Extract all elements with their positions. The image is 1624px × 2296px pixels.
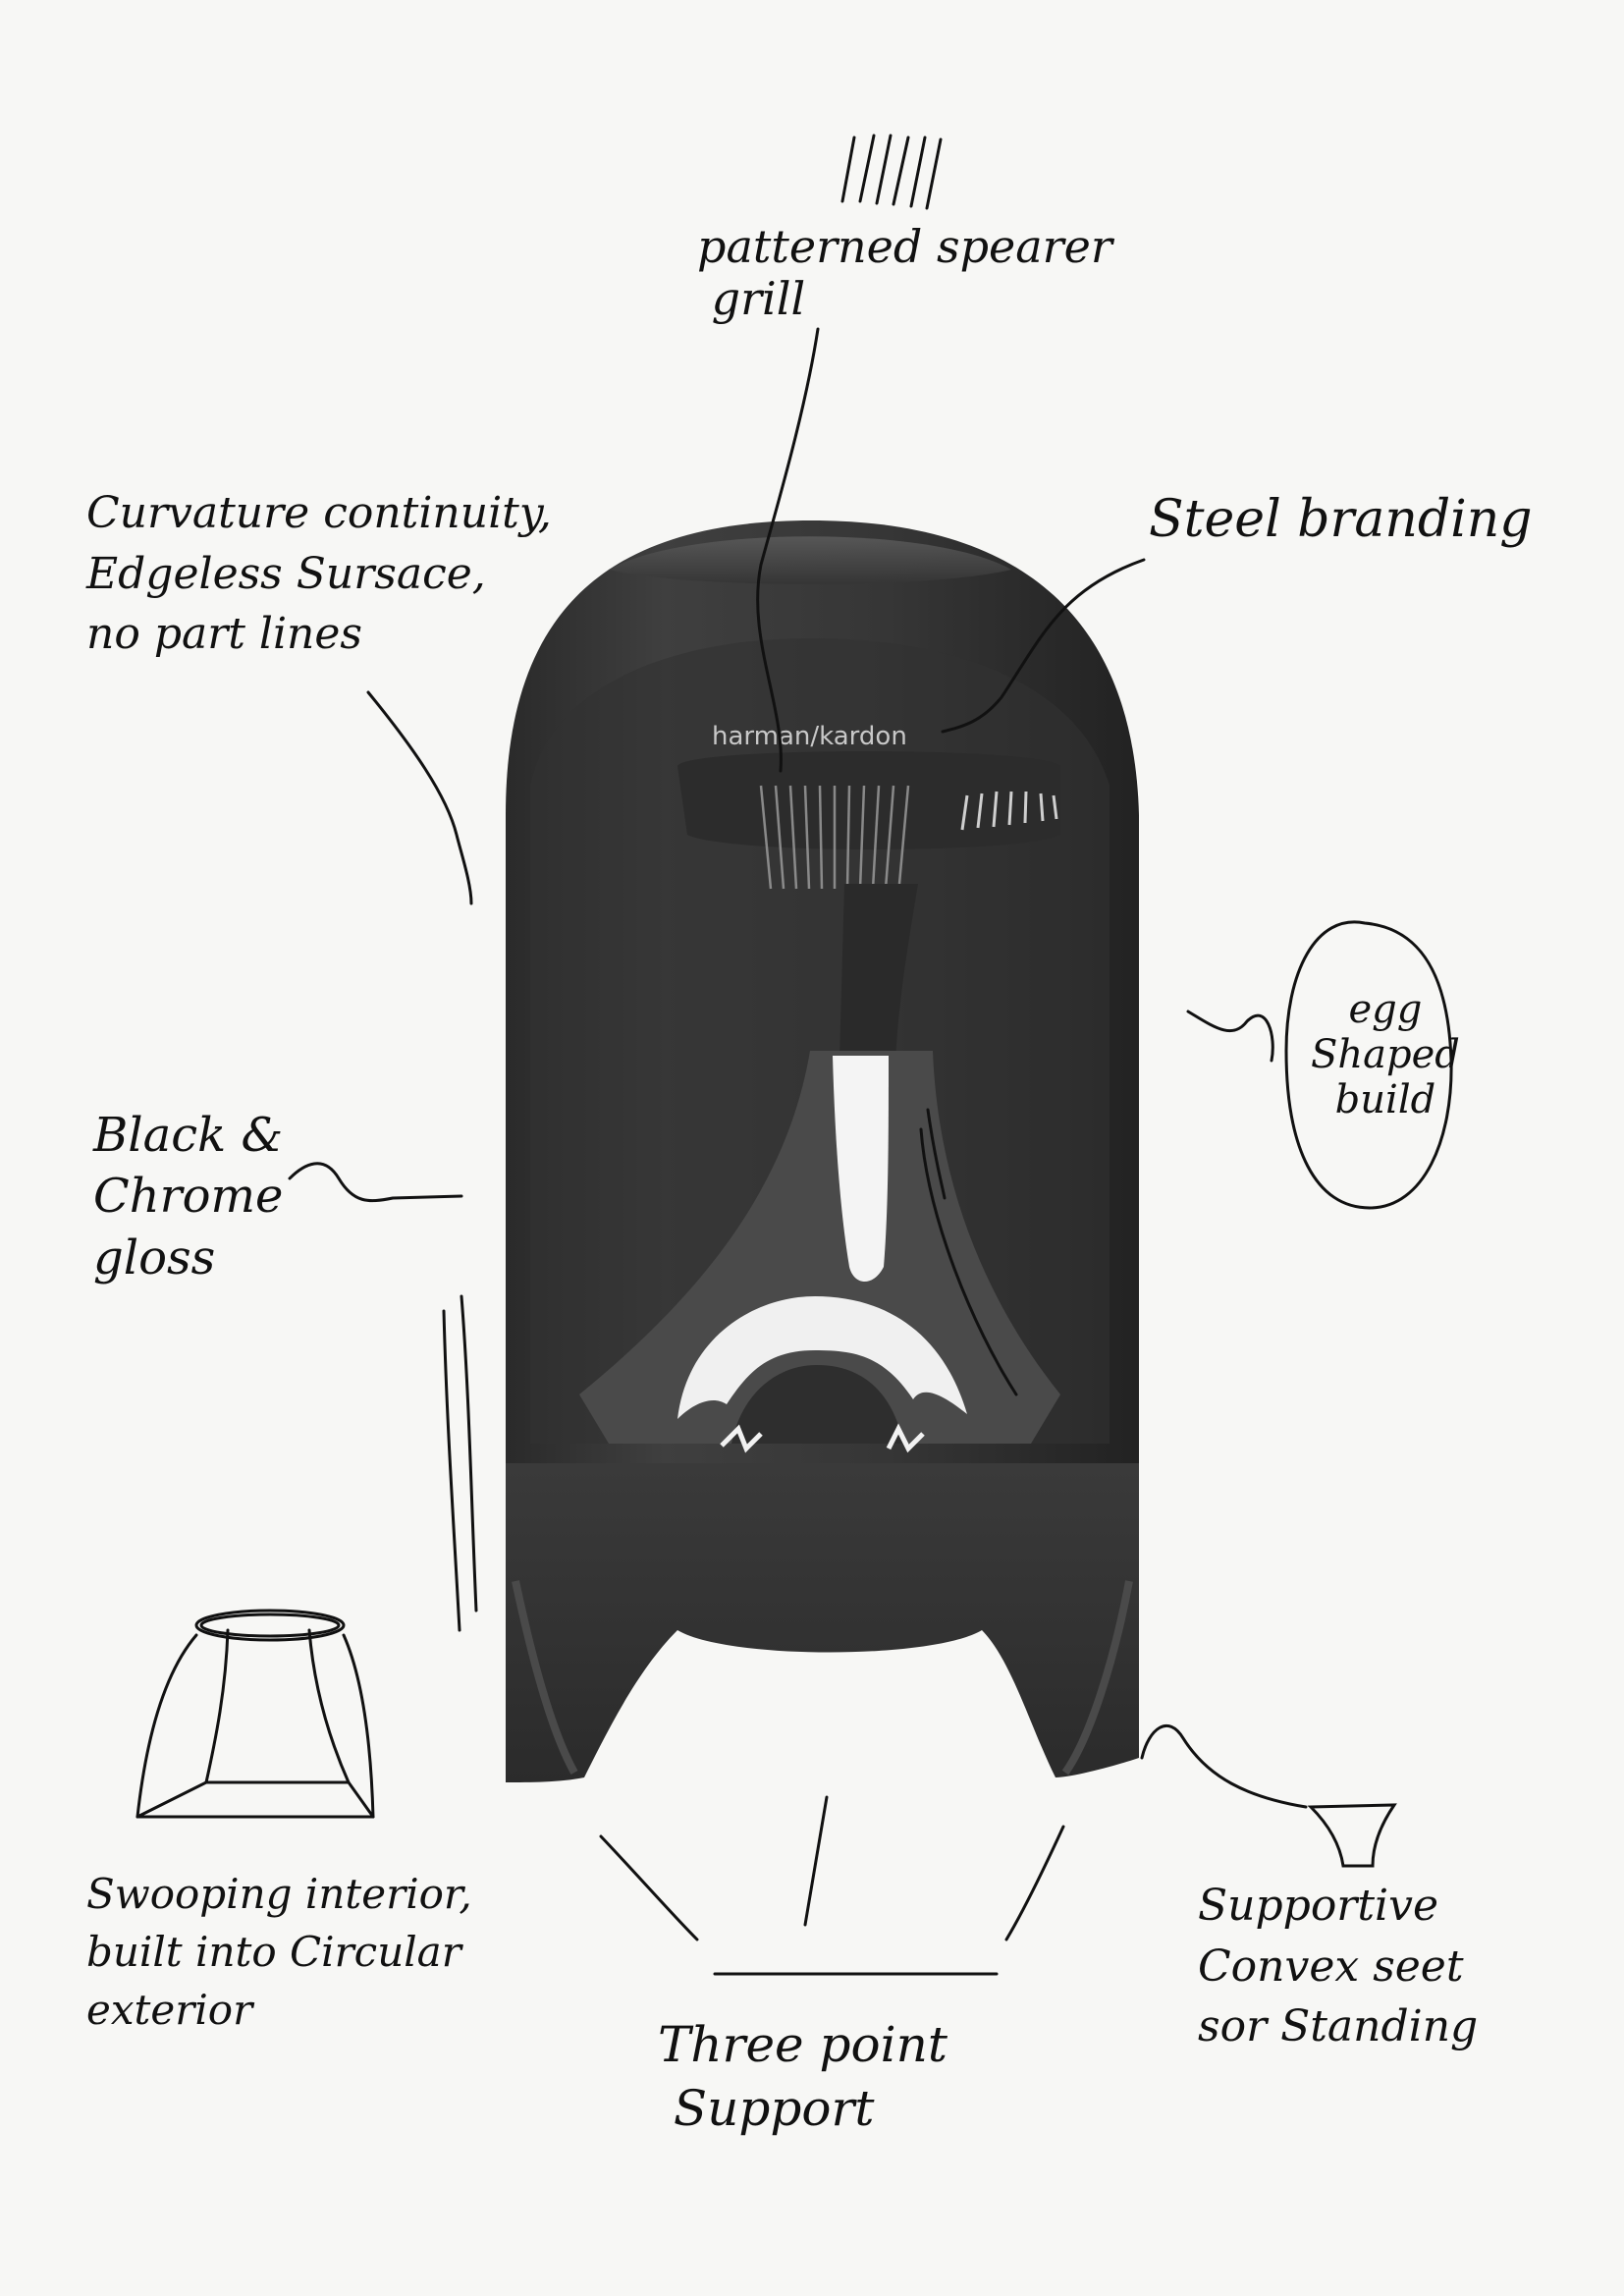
- foot-icon: [1307, 1803, 1397, 1868]
- grill-pattern-right: [960, 791, 1058, 831]
- speaker-top-dome: [609, 536, 1011, 584]
- leader-black-chrome: [288, 1162, 463, 1203]
- swooping-interior-sketch: [135, 1609, 375, 1819]
- speaker-grill-disc: [677, 751, 1060, 849]
- egg-outline: [1284, 920, 1453, 1210]
- leader-grill: [756, 327, 820, 773]
- note-three-point: Three point Support: [658, 2016, 947, 2137]
- leader-branding: [941, 558, 1146, 734]
- chrome-inner-dome: [731, 1365, 903, 1444]
- support-line-left: [599, 1834, 699, 1941]
- support-line-right: [1004, 1825, 1065, 1941]
- grill-pattern: [759, 785, 910, 890]
- leader-feet: [1140, 1724, 1308, 1809]
- sketch-lines: [135, 134, 1453, 1976]
- note-supportive-feet: Supportive Convex seet sor Standing: [1198, 1881, 1479, 2052]
- note-speaker-grill: patterned spearer grill: [697, 220, 1112, 325]
- speaker-base: [506, 1463, 1139, 1782]
- note-swooping-interior: Swooping interior, built into Circular e…: [86, 1870, 472, 2034]
- note-black-chrome: Black & Chrome gloss: [93, 1108, 284, 1285]
- chrome-base-highlight: [677, 1296, 967, 1419]
- speaker-illustration: [506, 520, 1139, 1782]
- brand-logo-text: harman/kardon: [712, 722, 907, 751]
- chrome-highlight: [833, 1056, 889, 1282]
- speaker-stem: [839, 884, 918, 1061]
- leader-egg: [1186, 1010, 1274, 1063]
- grill-symbol-icon: [840, 134, 943, 210]
- leader-curvature: [366, 690, 473, 905]
- support-line-center: [803, 1795, 829, 1927]
- chrome-column: [579, 1051, 1060, 1444]
- note-egg-shaped: egg Shaped build: [1311, 987, 1460, 1122]
- note-steel-branding: Steel branding: [1149, 490, 1533, 549]
- note-curvature: Curvature continuity, Edgeless Sursace, …: [86, 488, 552, 660]
